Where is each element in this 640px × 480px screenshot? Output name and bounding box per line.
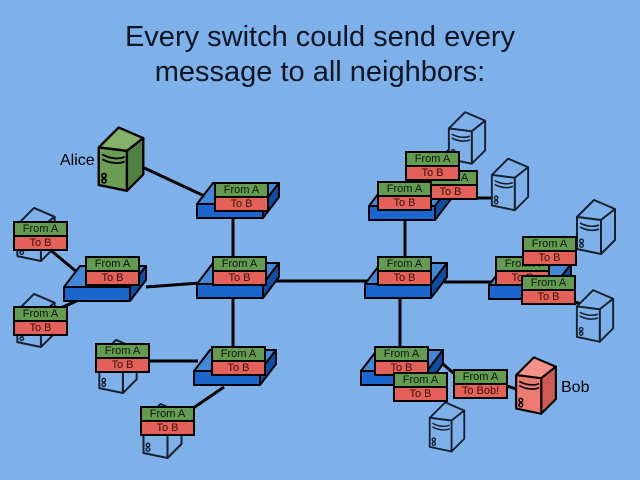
packet-to-label: To B	[405, 165, 460, 181]
computer-tower-alice-pc	[97, 126, 145, 192]
packet-to-label: To B	[214, 196, 269, 212]
packet-to-label: To B	[85, 270, 140, 286]
packet-to-label: To B	[140, 420, 195, 436]
computer-tower-host-far-right-1	[576, 199, 616, 255]
computer-tower-host-top-right-2	[490, 157, 530, 212]
packet-to-label: To B	[211, 360, 266, 376]
packet-to-label: To B	[377, 195, 432, 211]
packet-to-label: To Bob!	[453, 383, 508, 399]
packet-to-label: To B	[95, 357, 150, 373]
computer-tower-host-bottom-right	[428, 401, 466, 453]
packet-to-label: To B	[13, 235, 68, 251]
packet-to-label: To B	[212, 270, 267, 286]
slide-title-line2: message to all neighbors:	[154, 56, 486, 88]
slide-title-line1: Every switch could send every	[124, 21, 516, 53]
packet-to-label: To B	[13, 320, 68, 336]
computer-tower-host-far-right-2	[575, 289, 615, 343]
packet-to-label: To B	[423, 184, 478, 200]
packet-to-label: To B	[521, 289, 576, 305]
slide-title: Every switch could send every message to…	[0, 20, 640, 90]
link-line	[145, 281, 201, 289]
packet-to-label: To B	[522, 250, 577, 266]
computer-tower-bob-pc	[515, 356, 557, 415]
packet-to-label: To B	[393, 386, 448, 402]
alice-label: Alice	[60, 152, 95, 169]
bob-label: Bob	[561, 379, 590, 396]
packet-to-label: To B	[377, 270, 432, 286]
